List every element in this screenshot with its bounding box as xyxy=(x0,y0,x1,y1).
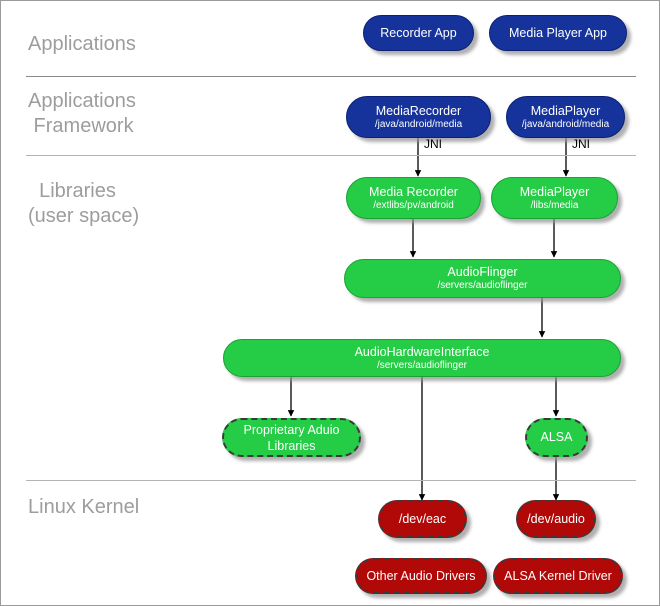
node-subtitle: /libs/media xyxy=(530,199,579,211)
node-alsa-kernel-driver[interactable]: ALSA Kernel Driver xyxy=(493,558,623,594)
node-recorder-app[interactable]: Recorder App xyxy=(363,15,474,51)
layer-label-applications-framework: Applications Framework xyxy=(28,90,136,137)
edge-label-jni-left: JNI xyxy=(424,137,442,151)
node-mediaplayer-library[interactable]: MediaPlayer /libs/media xyxy=(491,177,618,219)
node-subtitle: /servers/audioflinger xyxy=(437,280,528,291)
node-subtitle: /java/android/media xyxy=(521,118,610,130)
node-title: Media Player App xyxy=(509,25,607,40)
node-dev-audio[interactable]: /dev/audio xyxy=(516,500,596,538)
node-title-line2: Libraries xyxy=(267,438,316,453)
node-title: MediaPlayer xyxy=(530,103,601,118)
edge-label-jni-right: JNI xyxy=(572,137,590,151)
node-alsa[interactable]: ALSA xyxy=(525,418,588,457)
node-mediarecorder-framework[interactable]: MediaRecorder /java/android/media xyxy=(346,96,491,138)
node-title: ALSA Kernel Driver xyxy=(504,568,612,583)
layer-label-linux-kernel: Linux Kernel xyxy=(28,496,140,518)
divider-applications-framework xyxy=(26,155,636,156)
node-audiohardwareinterface[interactable]: AudioHardwareInterface /servers/audiofli… xyxy=(223,339,621,377)
node-title: Recorder App xyxy=(380,25,457,40)
node-other-audio-drivers[interactable]: Other Audio Drivers xyxy=(355,558,487,594)
node-subtitle: /java/android/media xyxy=(374,118,463,130)
node-title: MediaPlayer xyxy=(519,184,590,199)
node-title: /dev/eac xyxy=(398,511,447,526)
node-title: AudioFlinger xyxy=(447,265,518,279)
node-title: Media Recorder xyxy=(369,184,458,199)
divider-libraries xyxy=(26,480,636,481)
layer-label-libraries: Libraries (user space) xyxy=(28,180,140,227)
node-media-player-app[interactable]: Media Player App xyxy=(489,15,627,51)
node-subtitle: /servers/audioflinger xyxy=(376,359,468,371)
node-dev-eac[interactable]: /dev/eac xyxy=(378,500,467,538)
layer-label-applications: Applications xyxy=(28,33,136,55)
node-title: AudioHardwareInterface xyxy=(354,344,490,359)
node-title: Other Audio Drivers xyxy=(366,568,476,583)
divider-applications xyxy=(26,76,636,77)
node-audioflinger[interactable]: AudioFlinger /servers/audioflinger xyxy=(344,259,621,298)
node-proprietary-audio-libraries[interactable]: Proprietary Aduio Libraries xyxy=(222,418,361,457)
node-mediaplayer-framework[interactable]: MediaPlayer /java/android/media xyxy=(506,96,625,138)
node-title: Proprietary Aduio xyxy=(243,422,340,437)
node-title: MediaRecorder xyxy=(375,103,462,118)
node-media-recorder-library[interactable]: Media Recorder /extlibs/pv/android xyxy=(346,177,481,219)
node-title: /dev/audio xyxy=(527,511,585,526)
node-subtitle: /extlibs/pv/android xyxy=(373,199,454,211)
node-title: ALSA xyxy=(540,430,573,444)
